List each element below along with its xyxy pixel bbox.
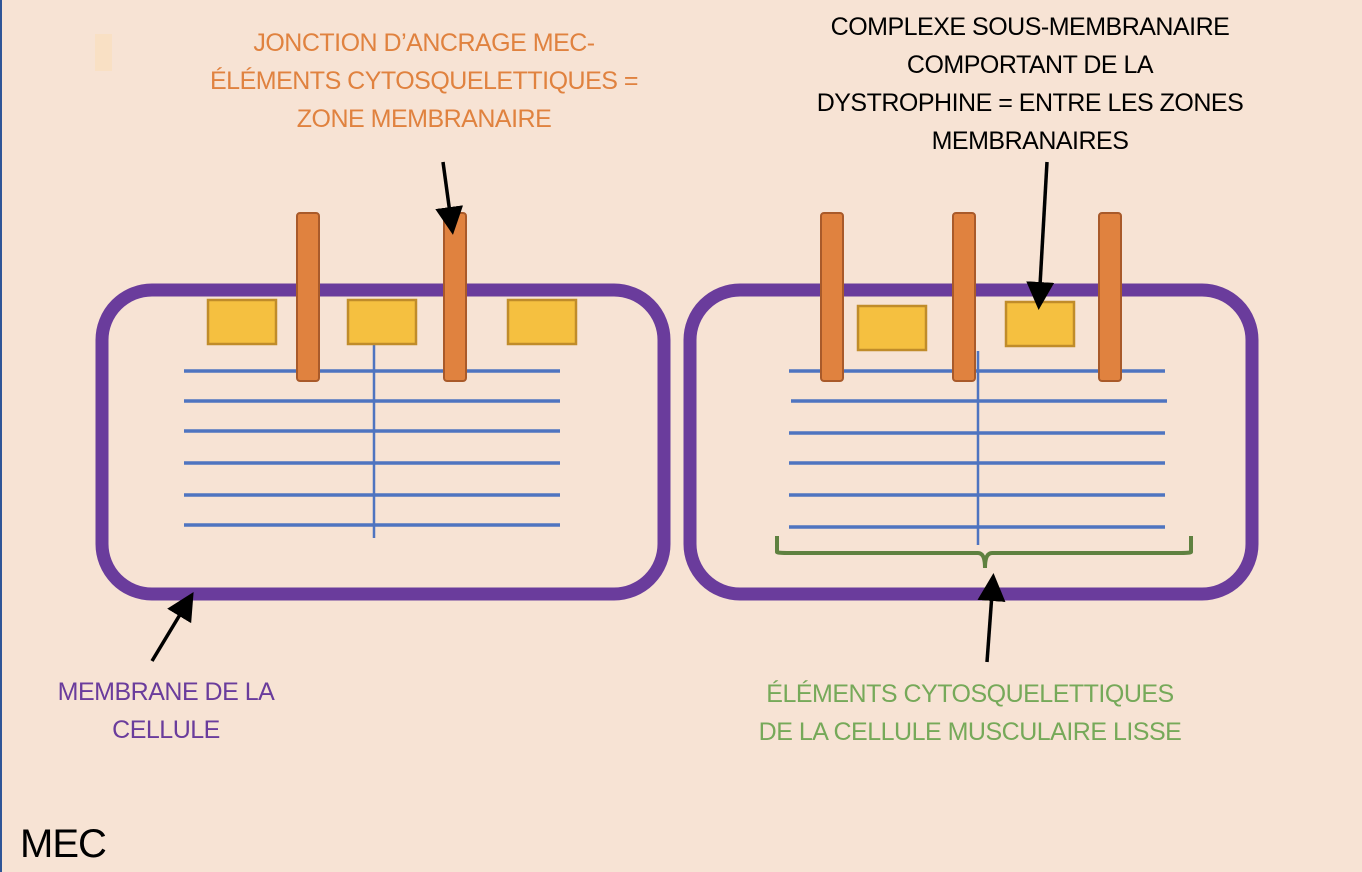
left-cell-membrane — [95, 283, 671, 601]
anchor-bar — [443, 212, 467, 382]
arrow-junction — [435, 161, 464, 235]
label-membrane: MEMBRANE DE LA CELLULE — [36, 673, 296, 749]
label-line: DE LA CELLULE MUSCULAIRE LISSE — [758, 718, 1182, 746]
label-line: COMPORTANT DE LA — [906, 51, 1154, 79]
left-cell-filaments — [184, 345, 560, 538]
anchor-bar — [952, 212, 976, 382]
anchor-bar — [1098, 212, 1122, 382]
label-mec: MEC — [20, 822, 107, 866]
label-line: CELLULE — [112, 716, 220, 744]
arrow-complex — [1026, 161, 1055, 310]
faint-placeholder-shape — [95, 34, 112, 71]
complex-box — [1004, 300, 1076, 348]
left-cell — [95, 212, 671, 601]
anchor-bar — [820, 212, 844, 382]
arrow-cytoskeleton — [977, 573, 1006, 663]
annotation-arrows — [150, 161, 1055, 663]
label-line: COMPLEXE SOUS-MEMBRANAIRE — [830, 13, 1230, 41]
arrow-membrane — [150, 592, 194, 662]
label-line: DYSTROPHINE = ENTRE LES ZONES — [816, 89, 1244, 117]
complex-box — [506, 298, 578, 346]
label-complex: COMPLEXE SOUS-MEMBRANAIRE COMPORTANT DE … — [790, 8, 1270, 160]
complex-box — [346, 298, 418, 346]
anchor-bar — [296, 212, 320, 382]
complex-box — [206, 298, 278, 346]
label-cytoskeleton: ÉLÉMENTS CYTOSQUELETTIQUES DE LA CELLULE… — [730, 675, 1210, 751]
cytoskeleton-brace — [775, 536, 1193, 569]
label-line: ÉLÉMENTS CYTOSQUELETTIQUES = — [209, 67, 639, 95]
right-cell — [683, 212, 1259, 601]
complex-box — [856, 304, 928, 352]
label-line: MEMBRANE DE LA — [57, 678, 275, 706]
label-line: JONCTION D’ANCRAGE MEC- — [253, 29, 595, 57]
label-line: MEMBRANAIRES — [931, 127, 1129, 155]
right-cell-filaments — [789, 351, 1167, 545]
slide-left-border — [0, 0, 2, 872]
label-line: ÉLÉMENTS CYTOSQUELETTIQUES — [766, 680, 1174, 708]
label-junction: JONCTION D’ANCRAGE MEC- ÉLÉMENTS CYTOSQU… — [184, 24, 664, 138]
label-line: ZONE MEMBRANAIRE — [296, 105, 552, 133]
